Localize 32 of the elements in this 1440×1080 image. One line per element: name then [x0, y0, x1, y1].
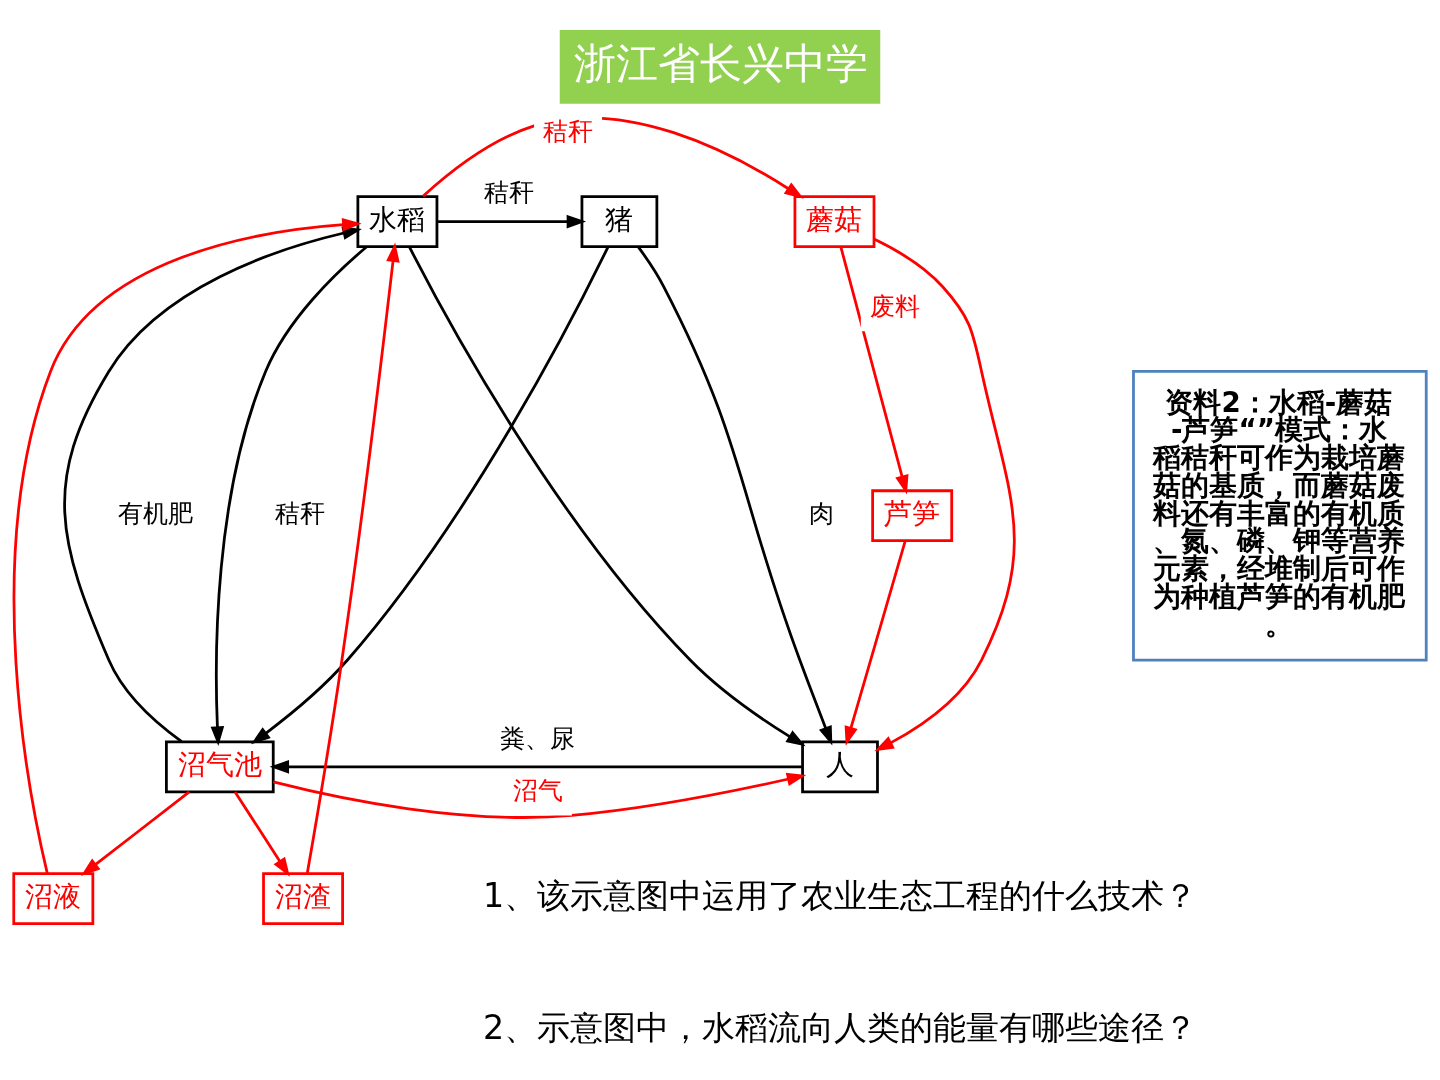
node-box: 资料2：水稻-蘑菇-芦笋“”模式：水稻秸秆可作为栽培蘑菇的基质，而蘑菇废料还有丰富的有机质、氮、磷、钾等营养元素，经堆制后可作为种植芦笋的有机肥。 [1132, 370, 1428, 662]
node-box: 人 [801, 740, 879, 794]
arrow [637, 246, 833, 746]
node-box: 芦笋 [871, 489, 954, 543]
arrow [839, 246, 909, 495]
arrow [305, 242, 400, 874]
node-box: 猪 [580, 195, 659, 248]
arrow [873, 237, 1016, 752]
edge-label: 秸秆 [543, 117, 594, 147]
node-box: 水稻 [356, 195, 439, 248]
arrow [437, 214, 587, 229]
node-box: 蘑菇 [793, 195, 876, 248]
edge-label: 粪、尿 [500, 723, 576, 753]
edge-label: 废料 [869, 292, 920, 322]
diagram-title: 浙江省长兴中学 [574, 38, 869, 88]
arrow [210, 245, 368, 746]
label: 1、该示意图中运用了农业生态工程的什么技术？ [482, 876, 1198, 916]
node-box: 沼气池 [165, 740, 275, 794]
arrow [251, 246, 610, 745]
arrow [233, 791, 290, 877]
edge-label: 沼气 [512, 776, 563, 806]
label: 2、示意图中，水稻流向人类的能量有哪些途径？ [482, 1008, 1198, 1048]
edge-label: 有机肥 [117, 498, 193, 528]
arrow [269, 760, 803, 774]
edge-label: 肉 [808, 498, 834, 528]
edge-label: 秸秆 [484, 178, 535, 208]
edge-label: 秸秆 [274, 498, 325, 528]
arrow [844, 540, 907, 746]
arrow [408, 246, 806, 747]
node-box: 沼渣 [262, 872, 344, 926]
arrow [80, 790, 191, 876]
node-box: 沼液 [12, 872, 95, 926]
